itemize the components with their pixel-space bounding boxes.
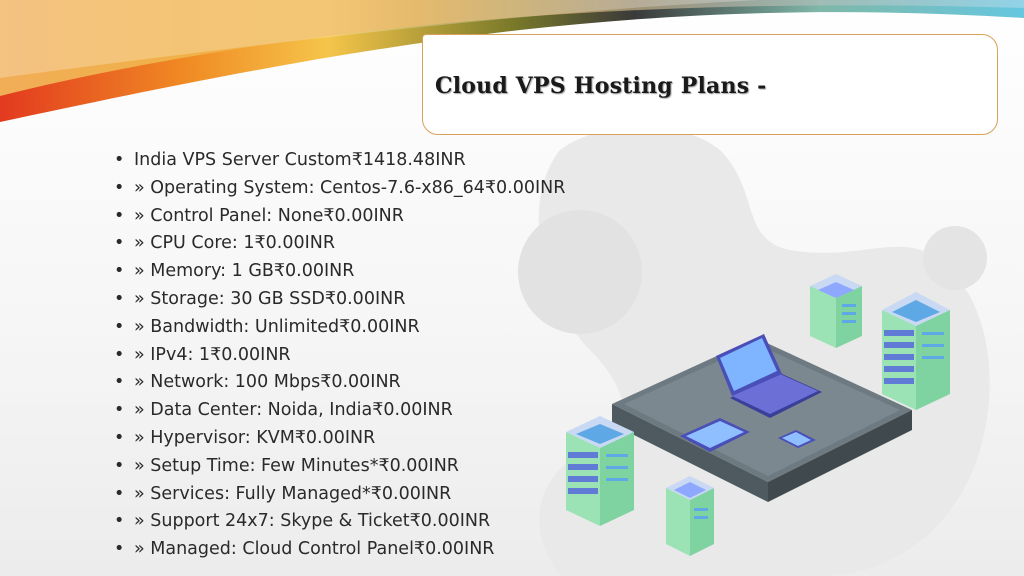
list-item: • » Managed: Cloud Control Panel₹0.00INR	[112, 536, 565, 564]
list-item: •India VPS Server Custom₹1418.48INR	[112, 147, 565, 175]
bullet-icon: •	[114, 511, 125, 532]
server-illustration	[566, 274, 950, 556]
bullet-icon: •	[114, 316, 125, 337]
bullet-icon: •	[114, 455, 125, 476]
list-item: • » Bandwidth: Unlimited₹0.00INR	[112, 314, 565, 342]
bullet-icon: •	[114, 539, 125, 560]
bullet-icon: •	[114, 261, 125, 282]
list-item: • » Hypervisor: KVM₹0.00INR	[112, 425, 565, 453]
laptop-icon	[716, 334, 822, 418]
list-item: • » CPU Core: 1₹0.00INR	[112, 230, 565, 258]
bullet-icon: •	[114, 427, 125, 448]
plan-feature-list: •India VPS Server Custom₹1418.48INR • » …	[112, 147, 565, 564]
title-box: Cloud VPS Hosting Plans -	[422, 34, 998, 135]
bullet-icon: •	[114, 344, 125, 365]
server-rack-icon	[666, 476, 714, 556]
list-item: • » Data Center: Noida, India₹0.00INR	[112, 397, 565, 425]
list-item: • » Control Panel: None₹0.00INR	[112, 203, 565, 231]
page-title: Cloud VPS Hosting Plans -	[435, 73, 767, 99]
bullet-icon: •	[114, 177, 125, 198]
bullet-icon: •	[114, 288, 125, 309]
bullet-icon: •	[114, 372, 125, 393]
list-item: • » Operating System: Centos-7.6-x86_64₹…	[112, 175, 565, 203]
list-item: • » Storage: 30 GB SSD₹0.00INR	[112, 286, 565, 314]
list-item: • » Setup Time: Few Minutes*₹0.00INR	[112, 453, 565, 481]
list-item: • » Support 24x7: Skype & Ticket₹0.00INR	[112, 508, 565, 536]
server-rack-icon	[810, 274, 862, 348]
server-rack-icon	[882, 292, 950, 410]
list-item: • » IPv4: 1₹0.00INR	[112, 342, 565, 370]
bullet-icon: •	[114, 150, 125, 170]
list-item: • » Network: 100 Mbps₹0.00INR	[112, 369, 565, 397]
bullet-icon: •	[114, 233, 125, 254]
list-item: • » Services: Fully Managed*₹0.00INR	[112, 481, 565, 509]
phone-icon	[778, 430, 816, 448]
bullet-icon: •	[114, 400, 125, 421]
tablet-icon	[680, 418, 750, 452]
server-rack-icon	[566, 416, 634, 526]
bullet-icon: •	[114, 205, 125, 226]
list-item: • » Memory: 1 GB₹0.00INR	[112, 258, 565, 286]
bullet-icon: •	[114, 483, 125, 504]
